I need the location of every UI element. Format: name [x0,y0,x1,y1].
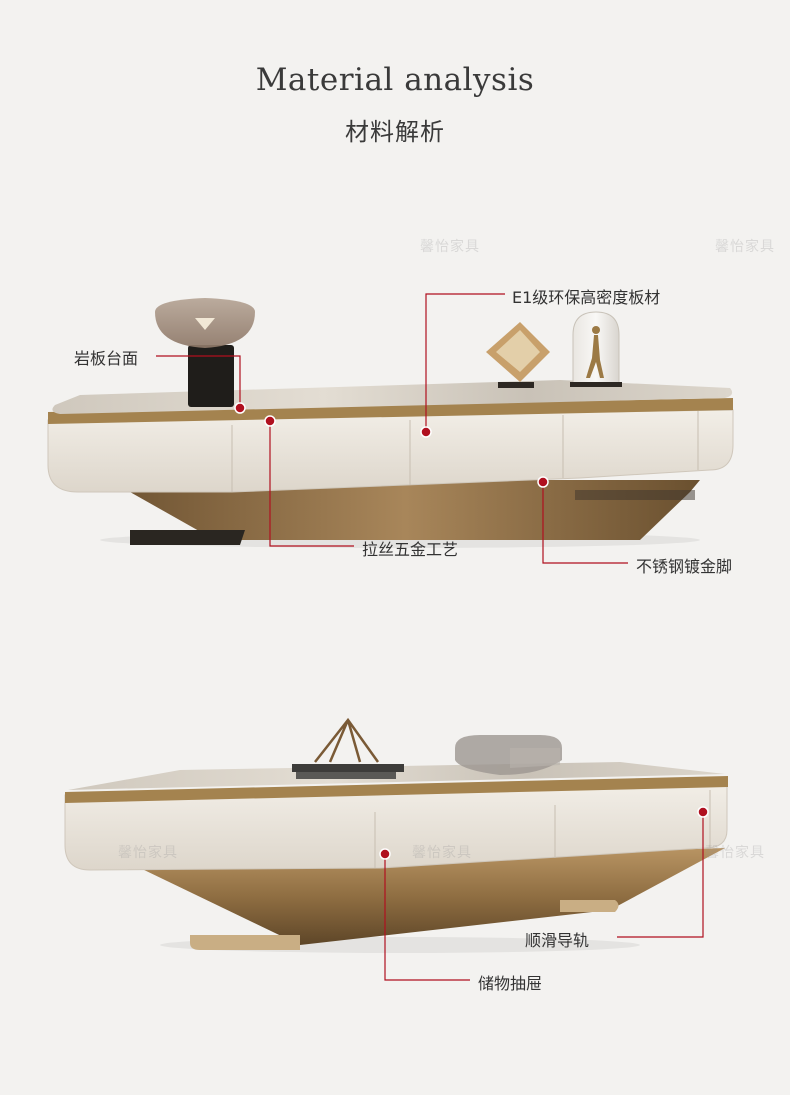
watermark: 馨怡家具 [420,239,480,255]
label-e1-board: E1级环保高密度板材 [512,288,661,307]
label-slate-top: 岩板台面 [74,349,139,368]
label-gold-feet: 不锈钢镀金脚 [636,557,733,576]
watermark: 馨怡家具 [705,845,765,861]
watermark: 馨怡家具 [118,845,178,861]
tv-cabinet [47,298,734,548]
coffee-table [64,717,728,953]
callout-dot-slate-top [234,402,246,414]
label-smooth-rail: 顺滑导轨 [525,931,590,950]
callout-dot-e1-board [420,426,432,438]
callout-dot-drawer [379,848,391,860]
label-brushed-hardware: 拉丝五金工艺 [362,540,459,559]
callout-dot-hardware [264,415,276,427]
callout-dot-rail [697,806,709,818]
title-english: Material analysis [255,62,535,98]
callout-dot-gold-feet [537,476,549,488]
watermark: 馨怡家具 [412,845,472,861]
callout-dots [234,402,709,860]
callout-lines [156,293,704,981]
label-storage-drawer: 储物抽屉 [478,974,543,993]
watermark: 馨怡家具 [715,239,775,255]
title-chinese: 材料解析 [345,118,445,146]
